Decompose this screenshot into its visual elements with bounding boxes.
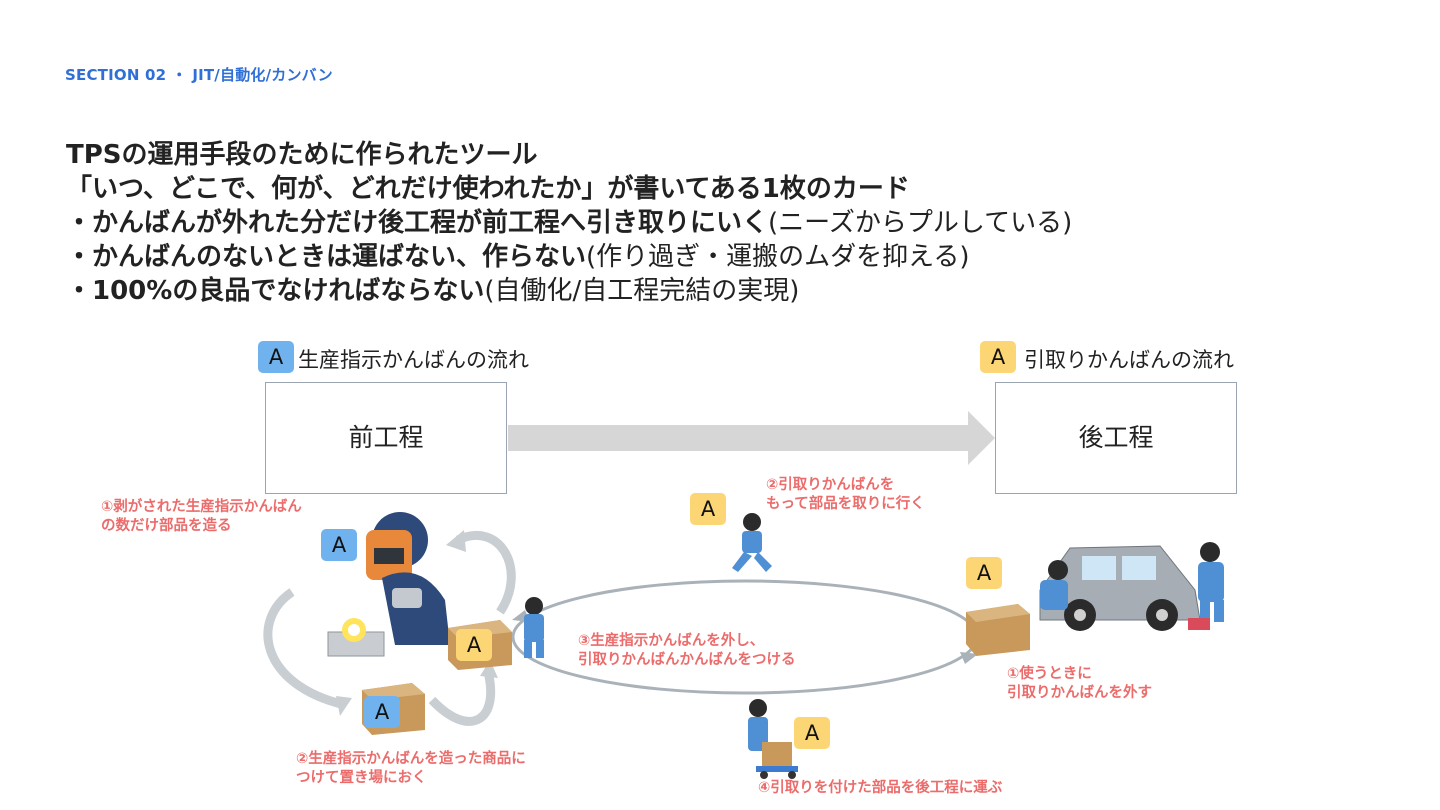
section-label: SECTION 02 ・ JIT/自動化/カンバン — [65, 66, 333, 84]
runner-illustration — [732, 513, 772, 572]
kanban-tag-cart: A — [794, 717, 830, 749]
note-withdrawal-step4: ④引取りを付けた部品を後工程に運ぶ — [758, 780, 1003, 796]
kanban-tag-box-upstream: A — [456, 629, 492, 661]
upstream-process-box: 前工程 — [265, 382, 507, 494]
note-step1-line2: の数だけ部品を造る — [101, 518, 232, 534]
legend-withdrawal-tag: A — [980, 341, 1016, 373]
note-step2-line1: ②生産指示かんばんを造った商品に — [296, 751, 526, 767]
note-withdrawal-step2: ②引取りかんばんを もって部品を取りに行く — [766, 476, 925, 514]
box-downstream — [966, 604, 1030, 656]
kanban-tag-car: A — [966, 557, 1002, 589]
legend-production-label: 生産指示かんばんの流れ — [298, 348, 529, 372]
downstream-process-box: 後工程 — [995, 382, 1237, 494]
legend-production-tag: A — [258, 341, 294, 373]
note-withdrawal-step1-line2: 引取りかんばんを外す — [1007, 685, 1152, 701]
welder-illustration — [327, 512, 450, 657]
line-3-bold: ・かんばんが外れた分だけ後工程が前工程へ引き取りにいく — [66, 208, 769, 238]
note-step2-line2: つけて置き場におく — [296, 770, 427, 786]
kanban-tag-runner: A — [690, 493, 726, 525]
line-3-normal: (ニーズからプルしている) — [768, 208, 1073, 238]
line-5-normal: (自働化/自工程完結の実現) — [484, 276, 800, 306]
note-withdrawal-step1: ①使うときに 引取りかんばんを外す — [1007, 665, 1152, 703]
line-2-bold: 「いつ、どこで、何が、どれだけ使われたか」が書いてある1枚のカード — [66, 174, 910, 204]
description-text: TPSの運用手段のために作られたツール 「いつ、どこで、何が、どれだけ使われたか… — [66, 138, 1072, 308]
note-withdrawal-step2-line2: もって部品を取りに行く — [766, 496, 925, 512]
kanban-tag-welder: A — [321, 529, 357, 561]
note-step2-production: ②生産指示かんばんを造った商品に つけて置き場におく — [296, 750, 526, 788]
line-5-bold: ・100%の良品でなければならない — [66, 276, 485, 306]
line-4-bold: ・かんばんのないときは運ばない、作らない — [66, 242, 587, 272]
note-withdrawal-step2-line1: ②引取りかんばんを — [766, 477, 895, 493]
note-step3-line2: 引取りかんばんかんばんをつける — [578, 652, 796, 668]
line-1: TPSの運用手段のために作られたツール — [66, 138, 1072, 172]
line-4: ・かんばんのないときは運ばない、作らない(作り過ぎ・運搬のムダを抑える) — [66, 240, 1072, 274]
cycle-arrow-1 — [263, 588, 347, 710]
line-4-normal: (作り過ぎ・運搬のムダを抑える) — [586, 242, 970, 272]
line-5: ・100%の良品でなければならない(自働化/自工程完結の実現) — [66, 274, 1072, 308]
car-illustration — [1039, 542, 1224, 631]
cycle-arrow-3 — [456, 530, 516, 615]
flow-arrow — [508, 411, 995, 465]
kanban-tag-box-storage: A — [364, 696, 400, 728]
carrier-illustration — [524, 597, 544, 658]
note-step1-production: ①剥がされた生産指示かんばん の数だけ部品を造る — [101, 498, 302, 536]
note-step3-swap: ③生産指示かんばんを外し、 引取りかんばんかんばんをつける — [578, 632, 796, 670]
cart-illustration — [748, 699, 798, 779]
note-step3-line1: ③生産指示かんばんを外し、 — [578, 633, 765, 649]
legend-withdrawal-label: 引取りかんばんの流れ — [1024, 348, 1234, 372]
line-1-bold: TPSの運用手段のために作られたツール — [66, 140, 538, 170]
line-2: 「いつ、どこで、何が、どれだけ使われたか」が書いてある1枚のカード — [66, 172, 1072, 206]
note-step1-line1: ①剥がされた生産指示かんばん — [101, 499, 302, 515]
note-withdrawal-step1-line1: ①使うときに — [1007, 666, 1092, 682]
cycle-arrow-2 — [428, 670, 496, 726]
line-3: ・かんばんが外れた分だけ後工程が前工程へ引き取りにいく(ニーズからプルしている) — [66, 206, 1072, 240]
